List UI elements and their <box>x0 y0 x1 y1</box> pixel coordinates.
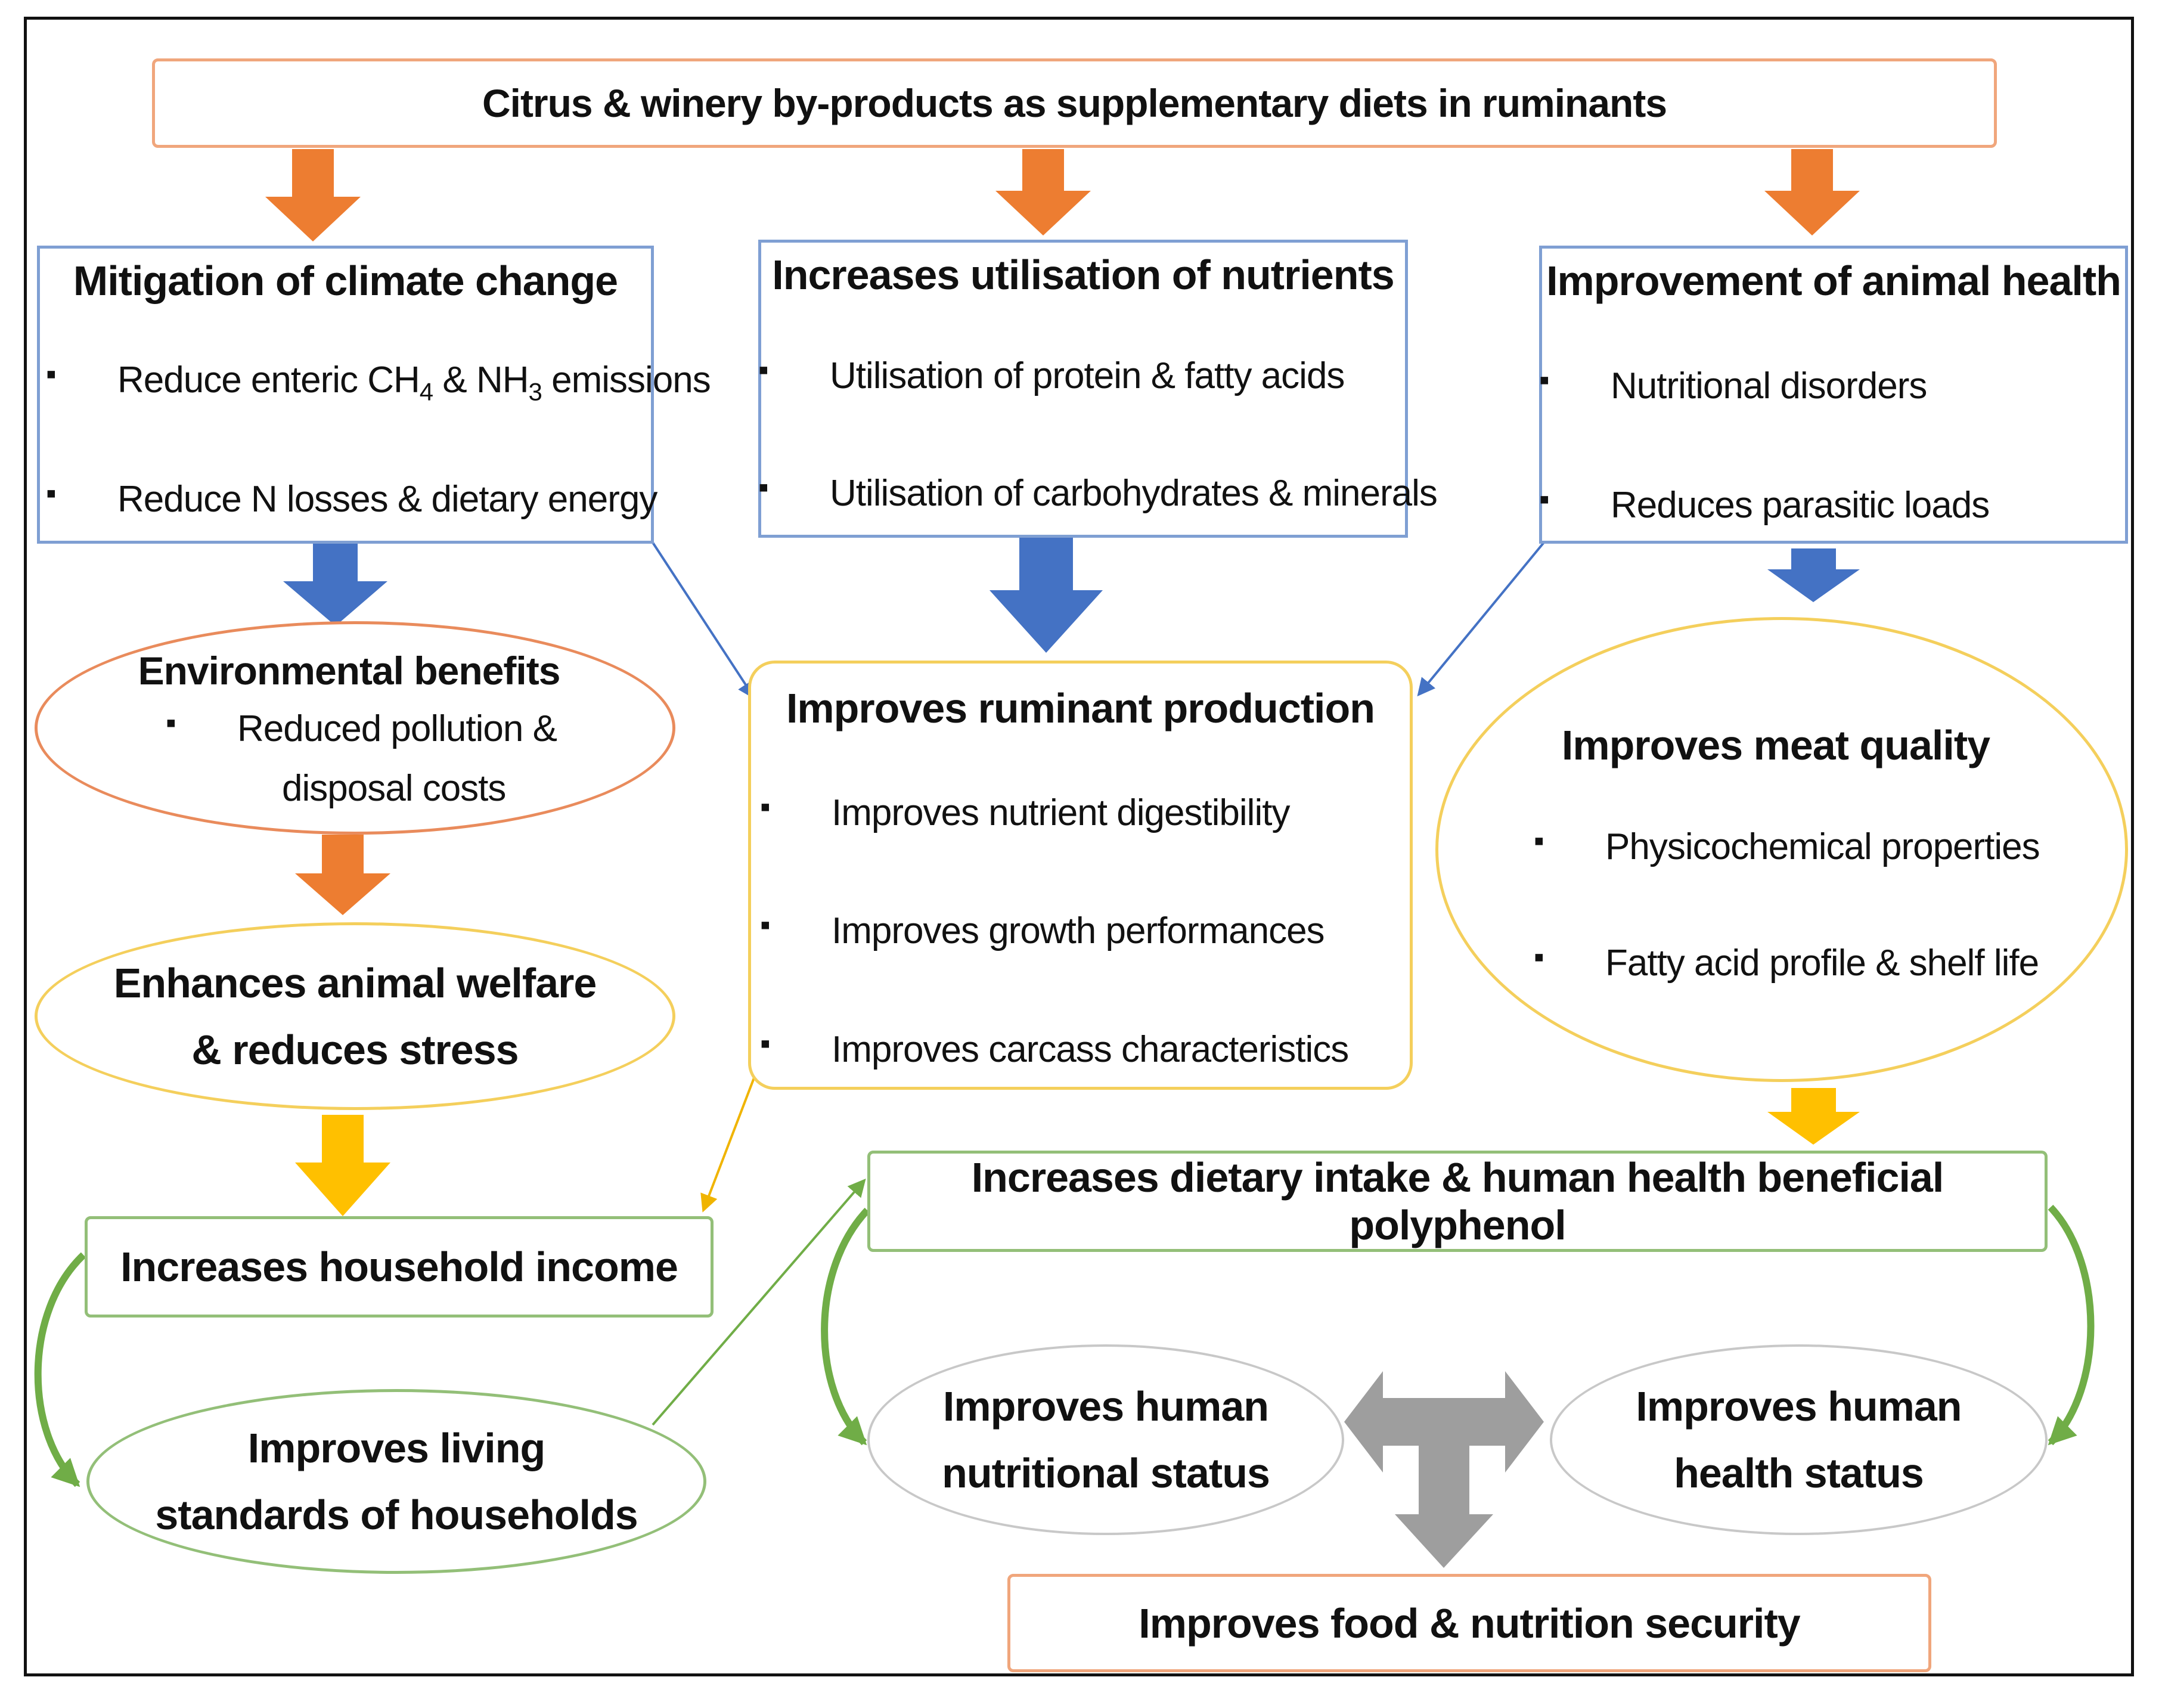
arrow-top-to-health <box>1764 149 1860 235</box>
production-item-3: Improves carcass characteristics <box>760 1026 1349 1071</box>
arrow-top-to-climate <box>265 149 361 241</box>
welfare-ellipse: Enhances animal welfare & reduces stress <box>35 922 675 1110</box>
meat-ellipse: Improves meat quality Physicochemical pr… <box>1435 617 2128 1082</box>
income-box: Increases household income <box>85 1216 714 1318</box>
human-nutrition-text: Improves human nutritional status <box>870 1347 1342 1533</box>
nutrients-title: Increases utilisation of nutrients <box>772 252 1394 298</box>
curve-income-to-living <box>34 1252 86 1487</box>
human-health-ellipse: Improves human health status <box>1550 1344 2048 1535</box>
climate-item-2: Reduce N losses & dietary energy <box>46 476 657 520</box>
top-box: Citrus & winery by-products as supplemen… <box>152 58 1997 148</box>
environment-item-1-cont: disposal costs <box>282 768 506 809</box>
production-item-1: Improves nutrient digestibility <box>760 789 1291 834</box>
arrow-top-to-nutrients <box>995 149 1091 235</box>
environment-ellipse: Environmental benefits Reduced pollution… <box>35 621 675 835</box>
human-health-line-1: Improves human <box>1636 1383 1962 1430</box>
climate-title: Mitigation of climate change <box>73 258 618 304</box>
link-living-to-dietary <box>652 1178 866 1426</box>
production-item-2: Improves growth performances <box>760 907 1325 952</box>
production-box: Improves ruminant production Improves nu… <box>748 661 1413 1090</box>
arrow-nutrients-to-production <box>990 537 1103 653</box>
dietary-title: Increases dietary intake & human health … <box>971 1154 1944 1248</box>
arrow-meat-to-dietary <box>1767 1088 1860 1145</box>
dietary-box: Increases dietary intake & human health … <box>867 1151 2048 1252</box>
health-title: Improvement of animal health <box>1546 258 2121 304</box>
nutrients-item-2: Utilisation of carbohydrates & minerals <box>758 470 1438 514</box>
health-item-1: Nutritional disorders <box>1539 362 1927 407</box>
meat-item-2: Fatty acid profile & shelf life <box>1534 940 2039 984</box>
curve-dietary-to-human-nutrition <box>821 1207 870 1446</box>
welfare-text: Enhances animal welfare & reduces stress <box>38 925 672 1107</box>
welfare-line-2: & reduces stress <box>191 1026 519 1073</box>
climate-item-1: Reduce enteric CH4 & NH3 emissions <box>46 357 711 406</box>
climate-box: Mitigation of climate change Reduce ente… <box>37 246 711 544</box>
living-line-2: standards of households <box>155 1492 638 1538</box>
nutrients-item-1: Utilisation of protein & fatty acids <box>758 352 1345 397</box>
health-box: Improvement of animal health Nutritional… <box>1539 246 2128 544</box>
income-title: Increases household income <box>120 1244 678 1290</box>
top-title: Citrus & winery by-products as supplemen… <box>482 81 1667 125</box>
meat-item-1: Physicochemical properties <box>1534 823 2040 868</box>
human-nutrition-line-1: Improves human <box>942 1383 1269 1430</box>
nutrients-box: Increases utilisation of nutrients Utili… <box>758 240 1438 538</box>
gray-t-arrow <box>1344 1371 1544 1568</box>
human-nutrition-line-2: nutritional status <box>942 1450 1270 1496</box>
living-ellipse: Improves living standards of households <box>86 1389 706 1574</box>
meat-title: Improves meat quality <box>1561 722 1990 768</box>
production-title: Improves ruminant production <box>786 685 1375 731</box>
link-health-to-production <box>1417 541 1545 697</box>
health-item-2: Reduces parasitic loads <box>1539 482 1990 526</box>
living-text: Improves living standards of households <box>89 1392 703 1571</box>
living-line-1: Improves living <box>247 1425 545 1471</box>
food-security-title: Improves food & nutrition security <box>1139 1599 1800 1647</box>
environment-item-1: Reduced pollution & <box>166 705 557 750</box>
welfare-line-1: Enhances animal welfare <box>113 959 597 1006</box>
human-nutrition-ellipse: Improves human nutritional status <box>867 1344 1344 1535</box>
arrow-health-to-meat <box>1767 548 1860 602</box>
arrow-environment-to-welfare <box>295 835 390 915</box>
link-climate-to-production <box>652 541 756 700</box>
arrow-welfare-to-income <box>295 1115 390 1216</box>
arrow-climate-to-environment <box>283 540 387 626</box>
human-health-text: Improves human health status <box>1552 1347 2045 1533</box>
diagram-frame <box>24 17 2134 1676</box>
food-security-box: Improves food & nutrition security <box>1007 1574 1931 1672</box>
link-production-to-income <box>700 1070 758 1213</box>
curve-dietary-to-human-health <box>2048 1204 2095 1446</box>
human-health-line-2: health status <box>1674 1450 1924 1496</box>
environment-title: Environmental benefits <box>138 649 561 693</box>
